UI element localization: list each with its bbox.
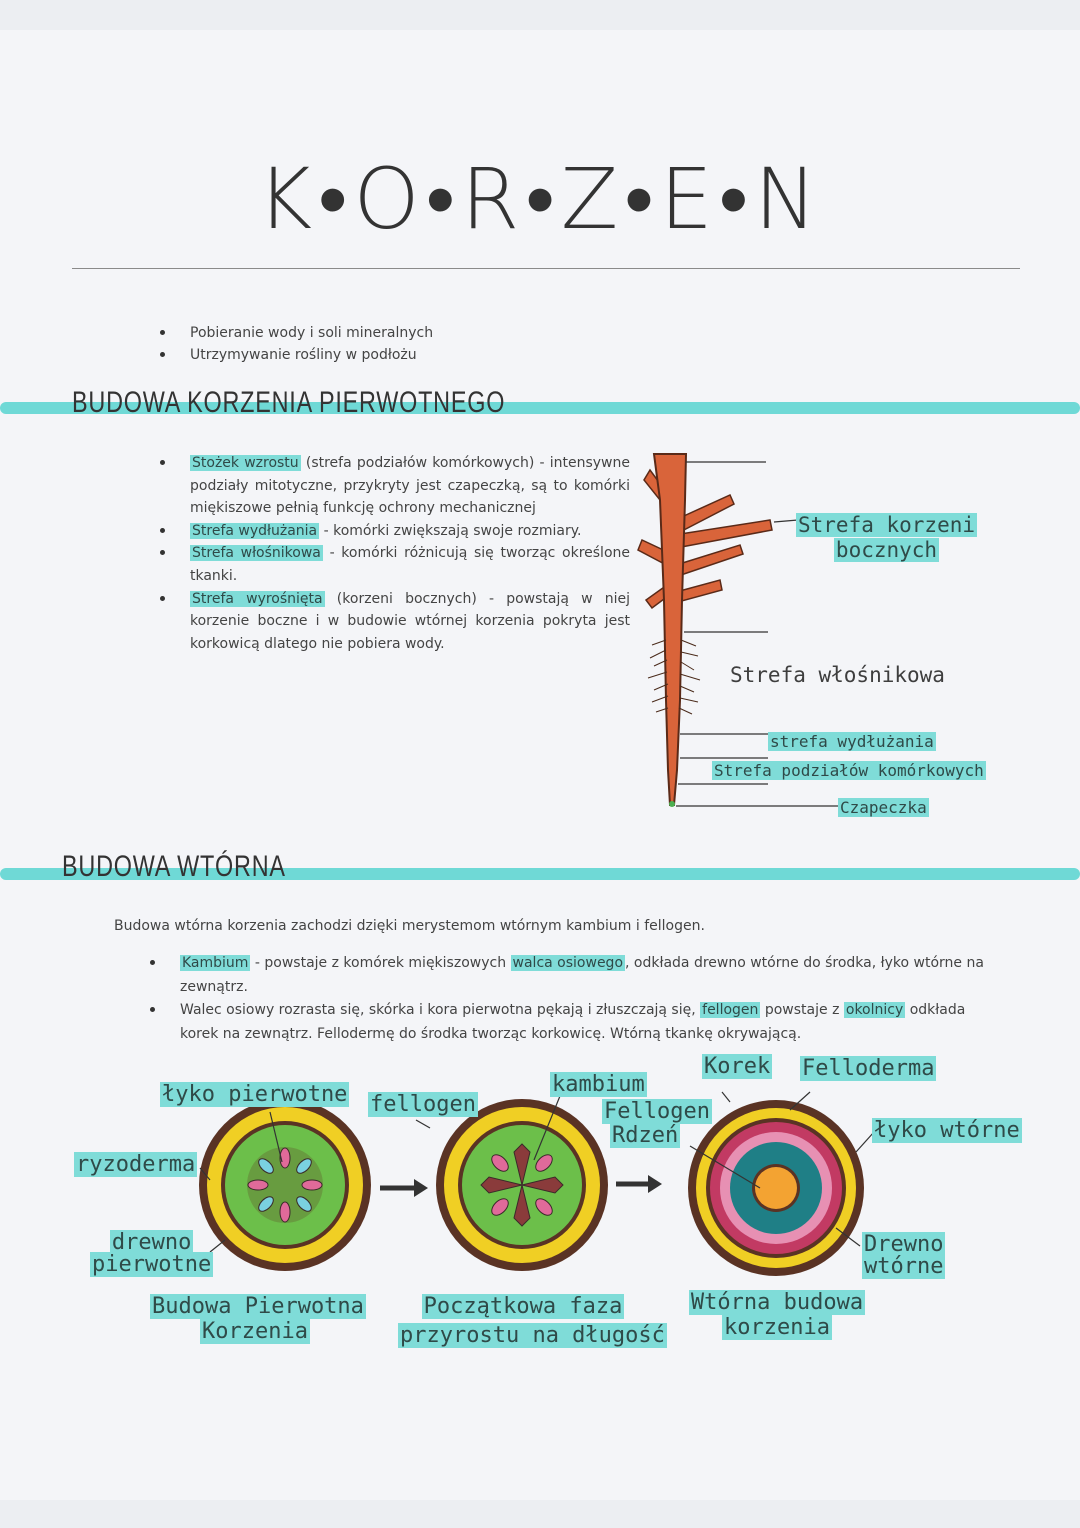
label-line: Drewno — [862, 1232, 946, 1257]
list-item: Stożek wzrostu (strefa podziałów komórko… — [160, 452, 630, 520]
list-item: Kambium - powstaje z komórek miękiszowyc… — [150, 952, 990, 999]
caption-line: Początkowa faza — [421, 1294, 625, 1319]
label-text: Czapeczka — [838, 798, 929, 817]
term-highlight: fellogen — [700, 1002, 761, 1018]
label-elongation-zone: strefa wydłużania — [768, 732, 936, 751]
label-kambium: kambium — [550, 1072, 647, 1097]
label-text: strefa wydłużania — [768, 732, 936, 751]
page-title: K•O•R•Z•E•N — [256, 150, 824, 248]
label-lateral-zone: Strefa korzeni bocznych — [796, 513, 978, 563]
item-text: (korzeni bocznych) - powstają w niej kor… — [190, 590, 630, 652]
item-text: odkłada korek na zewnątrz. Fellodermę do… — [180, 1002, 966, 1042]
item-text: , odkłada drewno wtórne do środka, łyko … — [180, 955, 984, 995]
title-divider — [72, 268, 1020, 269]
label-text: Felloderma — [800, 1056, 937, 1081]
vascular-bundles — [480, 1143, 564, 1227]
root-illustration — [637, 453, 773, 807]
label-text: ryzoderma — [74, 1152, 198, 1177]
list-item: Walec osiowy rozrasta się, skórka i kora… — [150, 999, 990, 1046]
term-highlight: walca osiowego — [510, 955, 626, 971]
arrow-icon — [616, 1175, 662, 1193]
label-text: Korek — [702, 1054, 773, 1079]
diagram-leader-lines — [199, 1091, 875, 1253]
label-line: pierwotne — [90, 1252, 214, 1277]
label-fellogen: fellogen — [368, 1092, 478, 1117]
item-text: - powstaje z komórek miękiszowych — [250, 955, 511, 971]
section2-intro: Budowa wtórna korzenia zachodzi dzięki m… — [114, 918, 705, 934]
caption-line: Wtórna budowa — [688, 1290, 866, 1315]
label-hair-zone: Strefa włośnikowa — [730, 663, 945, 687]
caption-secondary: Wtórna budowa korzenia — [682, 1290, 872, 1340]
term-highlight: okolnicy — [843, 1002, 906, 1018]
label-primary-phloem: łyko pierwotne — [160, 1082, 350, 1107]
section1-highlight-band — [0, 402, 1080, 414]
item-text: - komórki różnicują się tworząc określon… — [190, 545, 630, 584]
caption-line: Budowa Pierwotna — [150, 1294, 366, 1319]
list-item: Strefa wydłużania - komórki zwiększają s… — [160, 520, 630, 543]
list-item: Strefa wyrośnięta (korzeni bocznych) - p… — [160, 588, 630, 656]
caption-line: przyrostu na długość — [398, 1323, 667, 1348]
section2-highlight-band — [0, 868, 1080, 880]
root-leader-lines — [676, 461, 838, 807]
label-text: łyko pierwotne — [160, 1082, 350, 1107]
vascular-bundles — [247, 1147, 323, 1223]
label-line: wtórne — [862, 1254, 946, 1279]
list-item: Strefa włośnikowa - komórki różnicują si… — [160, 542, 630, 587]
label-text: fellogen — [368, 1092, 478, 1117]
caption-primary: Budowa Pierwotna Korzenia — [150, 1294, 366, 1344]
label-root-cap: Czapeczka — [838, 798, 929, 817]
label-line: Fellogen — [602, 1099, 712, 1124]
label-text: łyko wtórne — [872, 1118, 1022, 1143]
list-item: Utrzymywanie rośliny w podłożu — [160, 344, 433, 366]
term-highlight: Stożek wzrostu — [190, 455, 301, 471]
label-division-zone: Strefa podziałów komórkowych — [712, 761, 986, 780]
label-fellogen-rdzen: Fellogen Rdzeń — [602, 1099, 712, 1148]
term-highlight: Kambium — [180, 955, 251, 971]
label-text: kambium — [550, 1072, 647, 1097]
term-highlight: Strefa wyrośnięta — [190, 590, 325, 607]
item-text: - komórki zwiększają swoje rozmiary. — [319, 522, 582, 539]
section2-heading: BUDOWA WTÓRNA — [62, 850, 286, 883]
item-text: (strefa podziałów komórkowych) - intensy… — [190, 455, 630, 517]
arrow-icon — [380, 1179, 428, 1197]
label-secondary-xylem: Drewno wtórne — [862, 1232, 946, 1279]
list-item: Pobieranie wody i soli mineralnych — [160, 322, 433, 344]
cross-section-diagrams — [199, 1091, 875, 1276]
label-rhizodermis: ryzoderma — [74, 1152, 198, 1177]
label-line: Strefa korzeni — [796, 513, 978, 537]
secondary-structure-circle — [688, 1100, 864, 1276]
caption-line: Korzenia — [200, 1319, 310, 1344]
label-korek: Korek — [702, 1054, 773, 1079]
section2-list: Kambium - powstaje z komórek miękiszowyc… — [150, 952, 990, 1046]
caption-early-growth: Początkowa faza przyrostu na długość — [398, 1292, 667, 1350]
label-primary-xylem: drewno pierwotne — [90, 1230, 214, 1277]
section1-list: Stożek wzrostu (strefa podziałów komórko… — [160, 452, 630, 655]
early-secondary-circle — [436, 1099, 608, 1271]
caption-line: korzenia — [722, 1315, 832, 1340]
label-felloderma: Felloderma — [800, 1056, 937, 1081]
label-line: drewno — [109, 1230, 194, 1255]
label-text: Strefa podziałów komórkowych — [712, 761, 986, 780]
section1-heading: BUDOWA KORZENIA PIERWOTNEGO — [72, 386, 506, 419]
intro-list: Pobieranie wody i soli mineralnych Utrzy… — [160, 322, 433, 366]
root-diagram — [637, 453, 838, 807]
label-secondary-phloem: łyko wtórne — [872, 1118, 1022, 1143]
term-highlight: Strefa włośnikowa — [190, 545, 323, 562]
item-text: Walec osiowy rozrasta się, skórka i kora… — [180, 1002, 701, 1018]
item-text: powstaje z — [760, 1002, 844, 1018]
term-highlight: Strefa wydłużania — [190, 522, 320, 539]
label-line: Rdzeń — [610, 1123, 681, 1148]
primary-structure-circle — [199, 1099, 371, 1271]
label-line: bocznych — [833, 538, 940, 562]
